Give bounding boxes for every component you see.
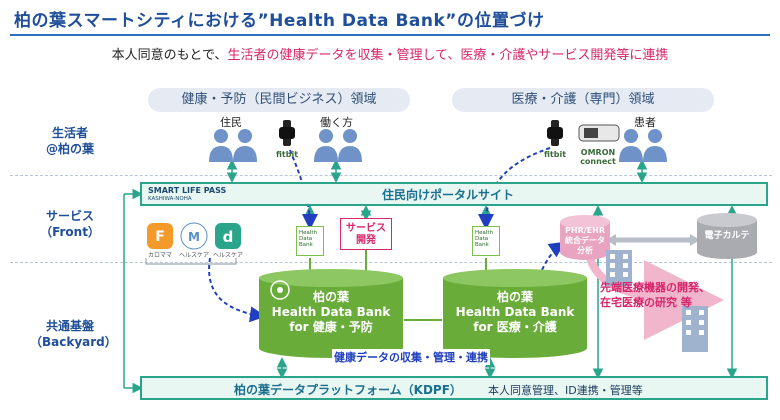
subtitle: 本人同意のもとで、生活者の健康データを収集・管理して、医療・介護やサービス開発等… bbox=[0, 44, 780, 63]
gray-arrowhead-right bbox=[690, 234, 700, 246]
hdb-prevention-line1: 柏の葉 bbox=[312, 290, 349, 304]
fitbit-label-left: fitbit bbox=[275, 150, 299, 159]
row-label-backyard-line2: （Backyard） bbox=[30, 335, 117, 349]
row-label-consumer-line2: @柏の葉 bbox=[45, 142, 94, 156]
row-label-backyard-line1: 共通基盤 bbox=[45, 319, 94, 333]
hdb-medical-line1: 柏の葉 bbox=[496, 290, 533, 304]
smart-life-pass-logo: SMART LIFE PASS KASHIWA-NOHA bbox=[148, 186, 226, 204]
patients-label: 患者 bbox=[634, 116, 656, 129]
kdpf-platform-bar: 柏の葉データプラットフォーム（KDPF） 本人同意管理、ID連携・管理等 bbox=[140, 376, 768, 400]
workers-label: 働く方 bbox=[320, 116, 353, 129]
omron-device-icon bbox=[578, 124, 620, 142]
blue-arrow-phr bbox=[531, 241, 566, 297]
row-label-service: サービス （Front） bbox=[30, 208, 110, 240]
apps-bracket bbox=[145, 258, 237, 265]
d-app-icon: d bbox=[215, 223, 241, 249]
blue-arrow-fitbit-right bbox=[478, 147, 551, 230]
hdb-prevention-line2: Health Data Bank bbox=[271, 305, 391, 319]
patients-person-icon bbox=[619, 129, 667, 162]
page-title: 柏の葉スマートシティにおける”Health Data Bank”の位置づけ bbox=[14, 11, 545, 31]
cm-app-label: ヘルスケア bbox=[178, 252, 209, 259]
cm-app-icon: M bbox=[180, 222, 208, 250]
ecarte-cylinder: 電子カルテ bbox=[696, 212, 758, 260]
hdb-prevention-shape bbox=[259, 269, 403, 358]
hdb-small-right-line1: Health bbox=[475, 230, 494, 236]
hdb-small-left-line3: Bank bbox=[299, 242, 313, 248]
phr-ehr-label: PHR/EHR 統合データ 分析 bbox=[559, 223, 611, 259]
hdb-medical-line2: Health Data Bank bbox=[455, 305, 575, 319]
hdb-medical-cylinder: 柏の葉 Health Data Bank for 医療・介護 bbox=[442, 268, 588, 360]
row-label-backyard: 共通基盤 （Backyard） bbox=[30, 318, 117, 350]
gray-arrowhead-left bbox=[606, 234, 616, 246]
omron-label: OMRON connect bbox=[570, 148, 626, 166]
smart-life-pass-logo-main: SMART LIFE PASS bbox=[148, 186, 227, 195]
row-separator-1 bbox=[10, 175, 772, 176]
svg-text:d: d bbox=[223, 228, 234, 246]
hdb-medical-line3: for 医療・介護 bbox=[473, 320, 557, 334]
svg-text:M: M bbox=[188, 230, 200, 244]
hdb-small-icon-left: Health Data Bank bbox=[296, 226, 324, 256]
row-label-consumer: 生活者 @柏の葉 bbox=[30, 125, 110, 157]
resident-portal-bar[interactable]: SMART LIFE PASS KASHIWA-NOHA 住民向けポータルサイト bbox=[140, 182, 768, 206]
domain-right-pill: 医療・介護（専門）領域 bbox=[452, 88, 714, 112]
pink-arrow bbox=[586, 256, 724, 340]
ecarte-cylinder-shape bbox=[697, 213, 757, 259]
subtitle-prefix: 本人同意のもとで、 bbox=[111, 48, 228, 63]
hdb-prevention-line3: for 健康・予防 bbox=[289, 320, 373, 334]
smart-life-pass-logo-sub: KASHIWA-NOHA bbox=[148, 196, 192, 202]
hdb-small-right-line2: Data bbox=[475, 236, 489, 242]
advanced-medical-note: 先端医療機器の開発、 在宅医療の研究 等 bbox=[600, 280, 710, 310]
row-separator-2 bbox=[10, 262, 772, 263]
title-underline bbox=[10, 34, 770, 36]
kdpf-sublabel: 本人同意管理、ID連携・管理等 bbox=[488, 384, 643, 397]
subtitle-highlight: 生活者の健康データを収集・管理して、医療・介護やサービス開発等に連携 bbox=[227, 48, 669, 63]
blue-arrow-apps bbox=[208, 257, 266, 323]
calomama-app-label: カロママ bbox=[147, 252, 172, 259]
omron-label-line1: OMRON bbox=[580, 148, 616, 157]
portal-label: 住民向けポータルサイト bbox=[382, 188, 515, 202]
domain-left-pill: 健康・予防（民間ビジネス）領域 bbox=[148, 88, 410, 112]
svg-text:F: F bbox=[155, 229, 165, 245]
d-app-label: ヘルスケア bbox=[212, 252, 243, 259]
residents-person-icon bbox=[209, 129, 257, 162]
workers-person-icon bbox=[314, 129, 362, 162]
phr-line1: PHR/EHR bbox=[565, 226, 605, 235]
phr-line3: 分析 bbox=[577, 246, 593, 255]
phr-ehr-cylinder bbox=[560, 215, 610, 260]
research-building-icon bbox=[682, 306, 708, 352]
hdb-medical-text: 柏の葉 Health Data Bank for 医療・介護 bbox=[442, 290, 588, 335]
hdb-small-icon-right: Health Data Bank bbox=[472, 226, 500, 256]
hdb-small-left-line2: Data bbox=[299, 236, 313, 242]
pink-note-line1: 先端医療機器の開発、 bbox=[600, 281, 710, 294]
phr-line2: 統合データ bbox=[565, 236, 605, 245]
service-dev-line1: サービス bbox=[346, 223, 386, 234]
blue-arrow-fitbit-left bbox=[289, 149, 318, 230]
hdb-prevention-text: 柏の葉 Health Data Bank for 健康・予防 bbox=[258, 290, 404, 335]
fitbit-watch-icon-right bbox=[547, 120, 563, 146]
row-label-consumer-line1: 生活者 bbox=[51, 126, 88, 140]
row-label-service-line1: サービス bbox=[45, 209, 94, 223]
ecarte-label: 電子カルテ bbox=[704, 231, 750, 241]
service-development-box: サービス 開発 bbox=[340, 218, 392, 250]
fitbit-watch-icon-left bbox=[279, 120, 295, 146]
residents-label: 住民 bbox=[220, 116, 242, 129]
hdb-small-left-line1: Health bbox=[299, 230, 318, 236]
hospital-building-icon bbox=[606, 250, 632, 286]
fitbit-label-right: fitbit bbox=[543, 150, 567, 159]
omron-label-line2: connect bbox=[580, 157, 616, 166]
service-dev-line2: 開発 bbox=[356, 235, 376, 246]
hdb-small-right-line3: Bank bbox=[475, 242, 489, 248]
calomama-app-icon: F bbox=[147, 223, 173, 249]
hdb-medical-shape bbox=[443, 269, 587, 358]
hdb-prevention-cylinder: 柏の葉 Health Data Bank for 健康・予防 bbox=[258, 268, 404, 360]
kdpf-label: 柏の葉データプラットフォーム（KDPF） bbox=[234, 383, 462, 397]
pink-note-line2: 在宅医療の研究 等 bbox=[600, 296, 692, 309]
data-collection-label: 健康データの収集・管理・連携 bbox=[332, 349, 490, 365]
row-label-service-line2: （Front） bbox=[40, 225, 100, 239]
